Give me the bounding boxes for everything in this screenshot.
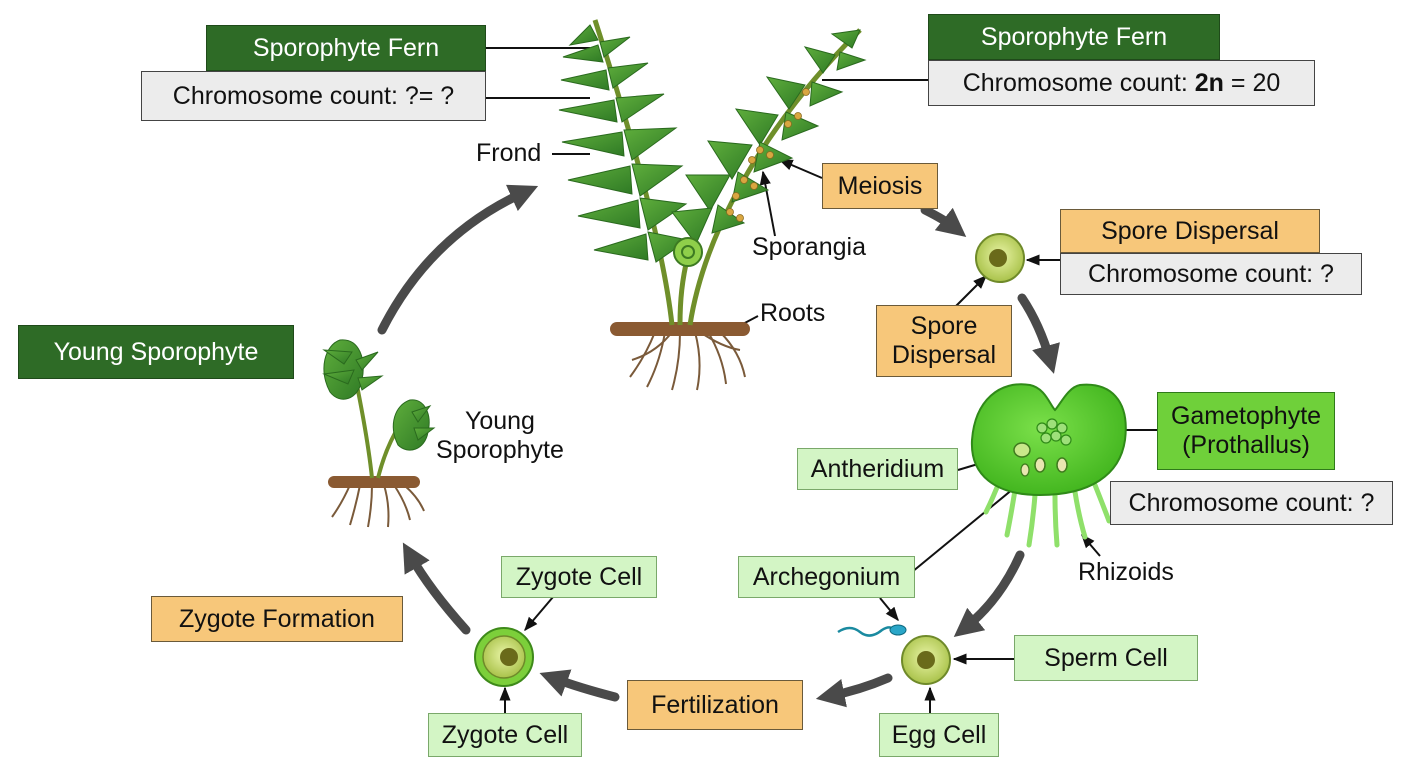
spore-dispersal-label-box: Spore Dispersal <box>876 305 1012 377</box>
gametophyte-line2: (Prothallus) <box>1182 431 1310 459</box>
arrow-egg-to-fertilization <box>815 673 893 708</box>
chromosome-right-suffix: = 20 <box>1223 68 1281 97</box>
archegonium-label: Archegonium <box>738 556 915 598</box>
gametophyte-label: Gametophyte (Prothallus) <box>1157 392 1335 470</box>
gametophyte-illustration <box>970 383 1127 548</box>
egg-cell-label: Egg Cell <box>879 713 999 757</box>
chromosome-count-gametophyte: Chromosome count: ? <box>1110 481 1393 525</box>
zygote-cell-label-bottom: Zygote Cell <box>428 713 582 757</box>
young-sporophyte-illustration <box>322 339 436 528</box>
arrow-young-to-mature <box>377 184 539 335</box>
sperm-cell-illustration <box>837 624 907 637</box>
sporophyte-fern-label-left: Sporophyte Fern <box>206 25 486 71</box>
young-sporophyte-label-box: Young Sporophyte <box>18 325 294 379</box>
meiosis-label: Meiosis <box>822 163 938 209</box>
spore-cell <box>975 233 1025 283</box>
chromosome-right-prefix: Chromosome count: <box>962 68 1195 97</box>
sporangia-label: Sporangia <box>752 233 866 261</box>
young-sporophyte-line2: Sporophyte <box>436 435 564 464</box>
chromosome-count-spore: Chromosome count: ? <box>1060 253 1362 295</box>
sporophyte-fern-label-right: Sporophyte Fern <box>928 14 1220 60</box>
arrow-fertilization-to-zygote <box>539 669 620 702</box>
fertilization-label: Fertilization <box>627 680 803 730</box>
antheridium-label: Antheridium <box>797 448 958 490</box>
young-sporophyte-line1: Young <box>464 407 535 435</box>
cycle-arrows <box>377 184 1060 708</box>
frond-label: Frond <box>476 139 542 167</box>
egg-cell <box>901 635 951 685</box>
chromosome-count-left: Chromosome count: ?= ? <box>141 71 486 121</box>
spore-dispersal-line1: Spore <box>910 312 978 341</box>
roots-label: Roots <box>760 299 826 327</box>
zygote-cell-label-top: Zygote Cell <box>501 556 657 598</box>
arrow-meiosis-to-spore <box>920 205 967 237</box>
arrow-spore-to-gametophyte <box>1017 293 1060 374</box>
rhizoids-label: Rhizoids <box>1078 558 1174 586</box>
mature-fern-illustration <box>558 19 867 391</box>
gametophyte-line1: Gametophyte <box>1170 402 1322 431</box>
chromosome-count-right: Chromosome count: 2n = 20 <box>928 60 1315 106</box>
chromosome-right-n: 2n <box>1194 68 1224 97</box>
spore-dispersal-line2: Dispersal <box>891 341 997 369</box>
arrow-zygote-to-young <box>402 542 471 635</box>
spore-dispersal-label-top: Spore Dispersal <box>1060 209 1320 253</box>
sperm-cell-label: Sperm Cell <box>1014 635 1198 681</box>
zygote-cell <box>474 627 534 687</box>
young-sporophyte-caption: Young Sporophyte <box>436 407 564 465</box>
zygote-formation-label: Zygote Formation <box>151 596 403 642</box>
arrow-gametophyte-to-egg <box>953 550 1025 637</box>
